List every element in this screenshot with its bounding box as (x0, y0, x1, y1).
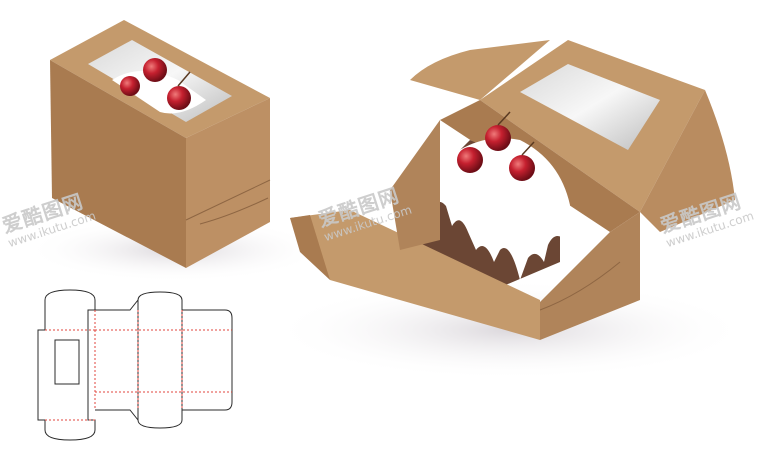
open-box-front-flap (290, 210, 540, 340)
open-cake-box (270, 40, 750, 380)
cherry-icon (509, 155, 535, 181)
closed-cake-box (25, 20, 325, 282)
cherry-icon (485, 125, 511, 151)
closed-box-front (50, 60, 186, 268)
cherry-icon (120, 76, 140, 96)
closed-box-side (186, 98, 270, 268)
open-box-side-wall (530, 212, 640, 340)
cherry-icon (167, 86, 191, 110)
dieline-left-panel (37, 289, 96, 441)
open-box-front-flap-side (290, 215, 330, 280)
cherry-icon (143, 58, 167, 82)
open-box-lid-window (520, 64, 660, 150)
dieline-panel-4 (182, 309, 233, 411)
dieline-panel-2 (95, 298, 139, 422)
open-box-top-flap (410, 40, 550, 100)
cake-cream-drips (430, 138, 570, 280)
open-box-right-flap (640, 90, 735, 232)
open-box-left-wall (390, 120, 440, 250)
cherry-icon (457, 147, 483, 173)
dieline-window (54, 339, 80, 385)
box-dieline (37, 289, 233, 441)
dieline-panel-3 (137, 291, 183, 429)
closed-box-cherries (120, 58, 191, 110)
